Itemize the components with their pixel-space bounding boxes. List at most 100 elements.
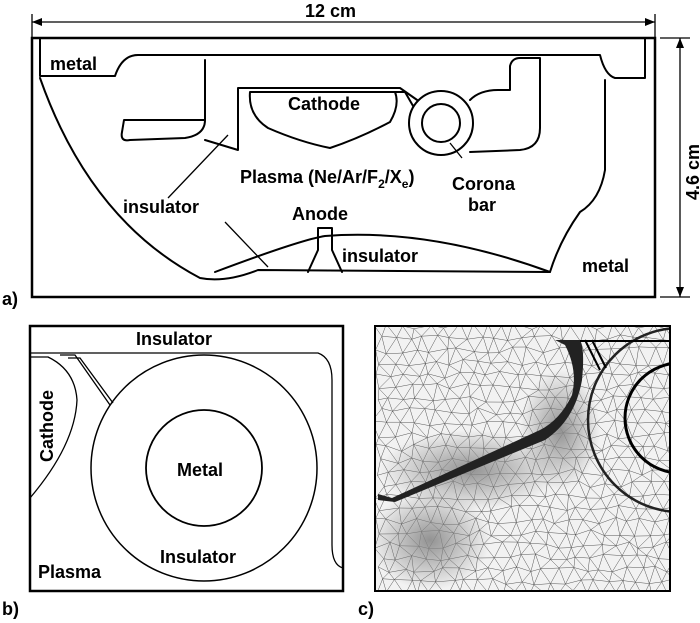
mesh-edge — [413, 408, 426, 423]
width-arrow-left — [32, 18, 42, 26]
mesh-edge — [463, 359, 478, 362]
mesh-edge — [546, 544, 551, 560]
mesh-edge — [543, 518, 555, 524]
mesh-edge — [376, 444, 386, 446]
mesh-edge — [606, 390, 614, 397]
mesh-edge — [602, 475, 606, 484]
mesh-edge — [655, 581, 663, 591]
mesh-edge — [413, 328, 422, 337]
mesh-edge — [585, 372, 602, 375]
mesh-edge — [653, 388, 665, 400]
mesh-edge — [637, 422, 650, 436]
mesh-edge — [473, 372, 481, 386]
mesh-edge — [650, 387, 654, 400]
mesh-edge — [547, 523, 555, 533]
mesh-edge — [627, 595, 643, 597]
mesh-edge — [602, 445, 612, 451]
mesh-edge — [575, 529, 591, 536]
mesh-edge — [474, 336, 484, 352]
mesh-edge — [646, 546, 654, 556]
mesh-edge — [516, 566, 531, 572]
mesh-edge — [402, 374, 413, 385]
mesh-edge — [626, 409, 632, 422]
mesh-edge — [444, 365, 450, 379]
mesh-edge — [562, 326, 571, 341]
mesh-edge — [596, 329, 608, 340]
mesh-edge — [542, 518, 549, 533]
mesh-edge — [424, 408, 436, 411]
mesh-edge — [632, 437, 644, 447]
mesh-edge — [536, 352, 544, 363]
mesh-edge — [484, 371, 500, 376]
mesh-edge — [665, 541, 670, 551]
label-cathode-vertical: Cathode — [37, 390, 57, 462]
mesh-edge — [629, 541, 638, 549]
mesh-edge — [585, 497, 591, 510]
mesh-edge — [601, 372, 607, 391]
mesh-edge — [427, 373, 445, 379]
mesh-edge — [409, 407, 415, 423]
mesh-edge — [488, 592, 503, 597]
mesh-edge — [567, 507, 576, 511]
mesh-edge — [664, 432, 670, 434]
mesh-edge — [502, 566, 517, 571]
mesh-edge — [661, 571, 667, 583]
mesh-edge — [471, 407, 478, 426]
mesh-edge — [382, 578, 387, 591]
mesh-edge — [497, 506, 512, 524]
mesh-edge — [395, 422, 401, 438]
mesh-edge — [665, 328, 670, 336]
mesh-edge — [626, 421, 633, 438]
mesh-edge — [395, 364, 404, 375]
label-metal: Metal — [177, 460, 223, 480]
mesh-edge — [459, 396, 471, 399]
mesh-edge — [414, 384, 424, 399]
mesh-edge — [477, 401, 487, 409]
mesh-edge — [490, 506, 512, 512]
mesh-edge — [638, 508, 647, 519]
mesh-edge — [604, 456, 619, 461]
mesh-edge — [535, 531, 547, 545]
mesh-edge — [645, 508, 656, 523]
mesh-edge — [644, 399, 654, 410]
mesh-edge — [448, 359, 464, 366]
mesh-edge — [608, 361, 613, 375]
mesh-edge — [522, 365, 526, 374]
mesh-edge — [520, 543, 531, 555]
mesh-edge — [512, 346, 523, 366]
mesh-edge — [448, 337, 468, 340]
mesh-edge — [403, 383, 414, 400]
mesh-edge — [654, 432, 665, 447]
mesh-edge — [375, 349, 379, 365]
mesh-edge — [499, 346, 513, 353]
mesh-edge — [637, 421, 657, 424]
mesh-edge — [414, 422, 428, 438]
mesh-edge — [502, 401, 515, 403]
mesh-edge — [431, 326, 438, 336]
mesh-edge — [603, 554, 623, 556]
mesh-edge — [635, 346, 639, 366]
mesh-edge — [649, 581, 662, 584]
mesh-edge — [519, 387, 529, 397]
mesh-edge — [589, 475, 603, 488]
mesh-edge — [602, 581, 610, 591]
mesh-edge — [493, 338, 500, 353]
mesh-edge — [673, 432, 686, 444]
leader-corona — [449, 142, 463, 159]
mesh-edge — [656, 422, 665, 433]
mesh-edge — [535, 544, 547, 555]
mesh-edge — [392, 407, 410, 412]
mesh-edge — [619, 347, 630, 365]
mesh-edge — [671, 470, 675, 482]
mesh-edge — [663, 518, 670, 535]
mesh-edge — [412, 383, 424, 386]
mesh-edge — [429, 425, 442, 434]
mesh-edge — [568, 494, 576, 508]
mesh-edge — [685, 579, 688, 592]
mesh-edge — [650, 534, 665, 537]
label-insulator-ring: Insulator — [160, 547, 236, 567]
mesh-edge — [582, 519, 592, 530]
anode-mound-outline — [214, 233, 551, 273]
mesh-edge — [511, 505, 520, 507]
